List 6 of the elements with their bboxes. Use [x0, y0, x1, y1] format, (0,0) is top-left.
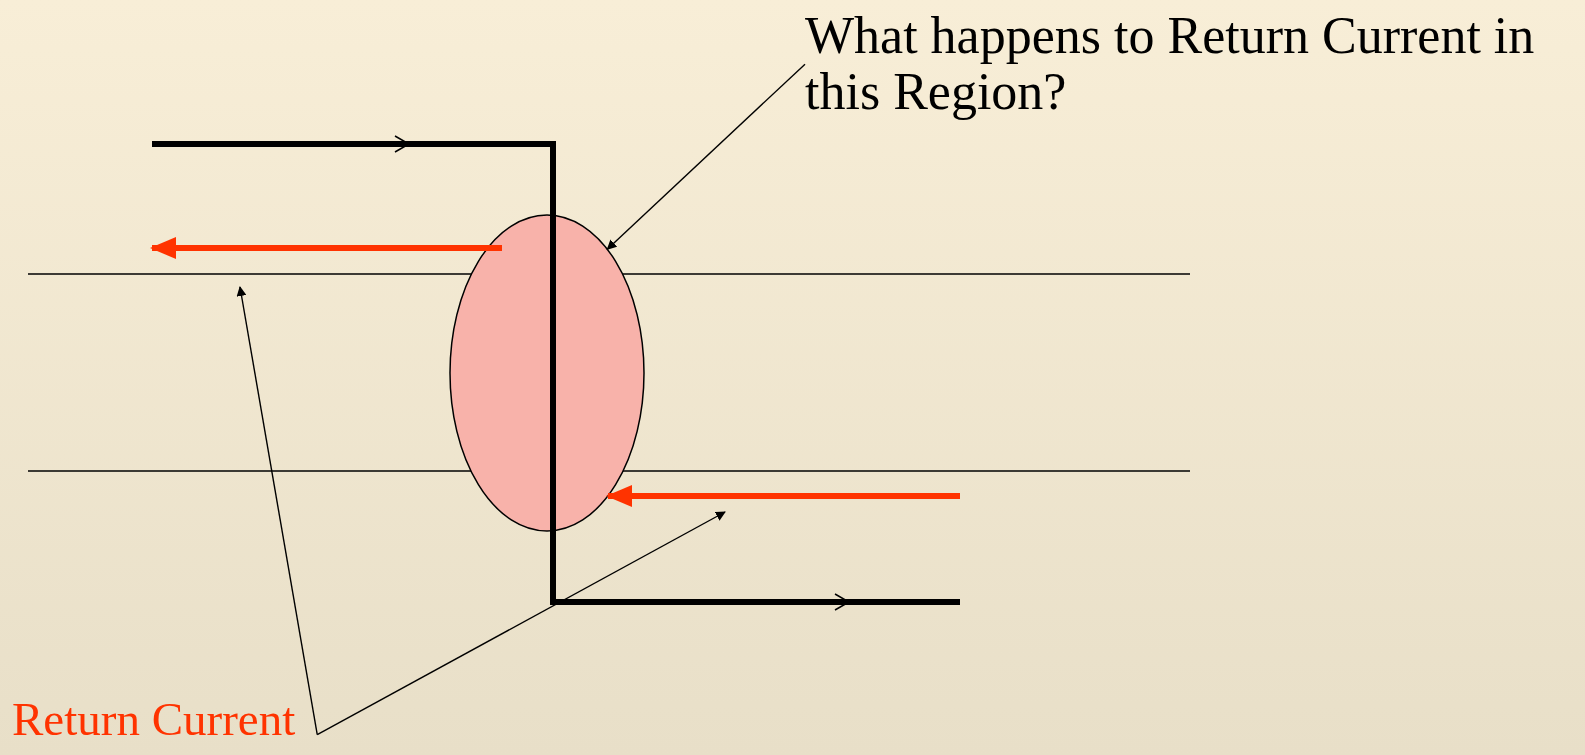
leader-line — [316, 511, 726, 736]
leader-line — [606, 63, 806, 250]
highlight-ellipse — [449, 214, 645, 532]
label-text: Return Current — [12, 694, 318, 745]
question-text: What happens to Return Current in this Region? — [805, 8, 1540, 121]
leader-line — [236, 286, 318, 736]
